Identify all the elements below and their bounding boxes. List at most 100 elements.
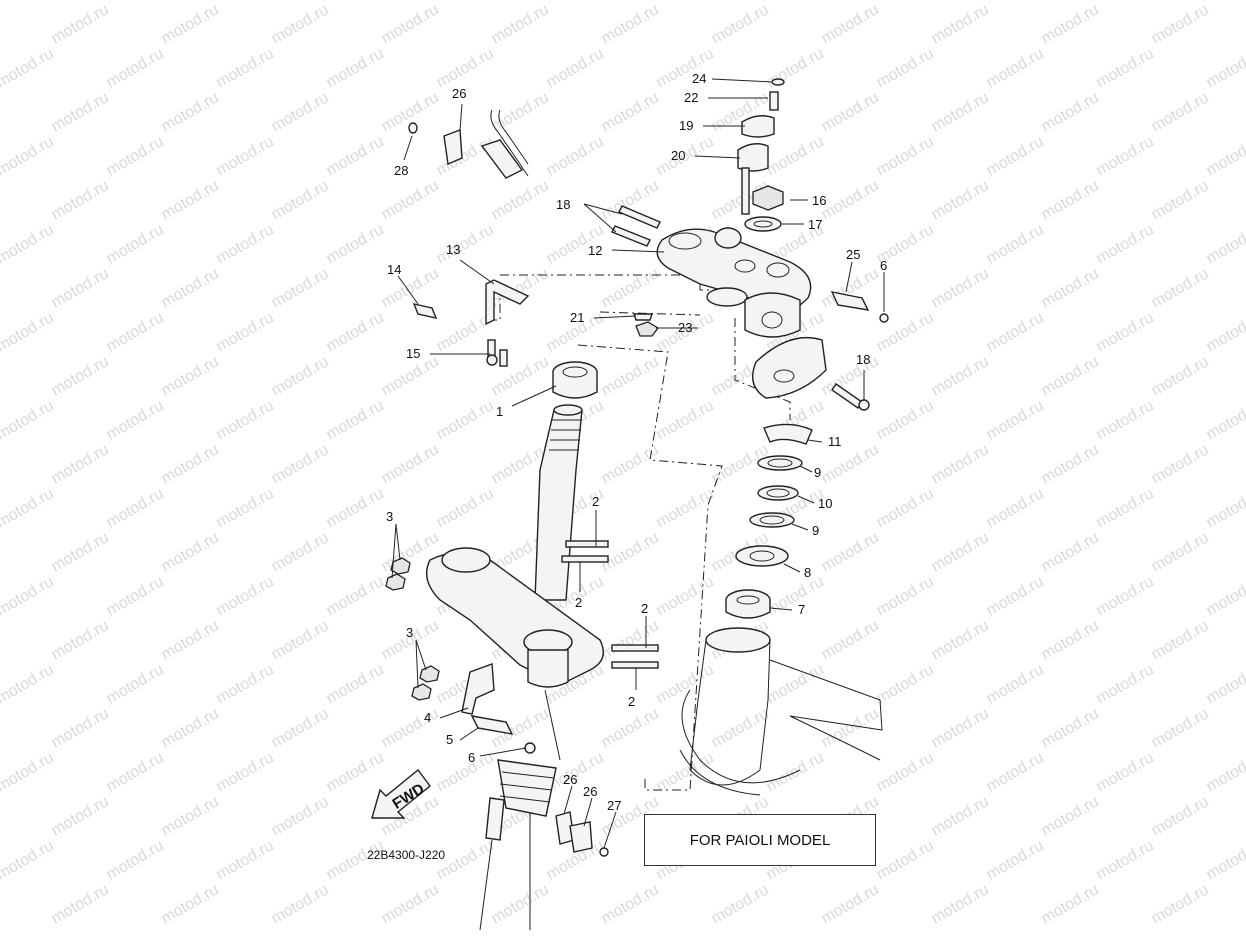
- watermark-text: motod.ru: [159, 705, 222, 751]
- lower-bracket: [427, 548, 604, 687]
- watermark-text: motod.ru: [929, 353, 992, 399]
- callout-13: 13: [446, 242, 460, 257]
- watermark-text: motod.ru: [709, 705, 772, 751]
- watermark-text: motod.ru: [819, 617, 882, 663]
- watermark-text: motod.ru: [49, 265, 112, 311]
- watermark-text: motod.ru: [489, 177, 552, 223]
- watermark-text: motod.ru: [269, 705, 332, 751]
- watermark-text: motod.ru: [1204, 573, 1246, 619]
- watermark-text: motod.ru: [1039, 353, 1102, 399]
- clamp-25: [832, 292, 888, 322]
- watermark-text: motod.ru: [984, 397, 1047, 443]
- callout-9: 9: [812, 523, 819, 538]
- callout-6: 6: [468, 750, 475, 765]
- watermark-text: motod.ru: [984, 221, 1047, 267]
- watermark-text: motod.ru: [1039, 265, 1102, 311]
- callout-18: 18: [856, 352, 870, 367]
- watermark-text: motod.ru: [434, 749, 497, 795]
- watermark-text: motod.ru: [929, 793, 992, 839]
- watermark-text: motod.ru: [1094, 221, 1157, 267]
- callout-2: 2: [575, 595, 582, 610]
- watermark-text: motod.ru: [269, 353, 332, 399]
- watermark-text: motod.ru: [324, 309, 387, 355]
- watermark-text: motod.ru: [929, 529, 992, 575]
- watermark-text: motod.ru: [764, 661, 827, 707]
- watermark-text: motod.ru: [489, 881, 552, 927]
- callout-11: 11: [828, 434, 842, 449]
- watermark-text: motod.ru: [1149, 353, 1212, 399]
- watermark-text: motod.ru: [874, 397, 937, 443]
- model-note-text: FOR PAIOLI MODEL: [690, 832, 831, 849]
- watermark-text: motod.ru: [599, 265, 662, 311]
- watermark-text: motod.ru: [1204, 485, 1246, 531]
- watermark-text: motod.ru: [269, 529, 332, 575]
- watermark-text: motod.ru: [434, 485, 497, 531]
- callout-8: 8: [804, 565, 811, 580]
- callout-2: 2: [641, 601, 648, 616]
- watermark-text: motod.ru: [324, 573, 387, 619]
- watermark-text: motod.ru: [214, 749, 277, 795]
- watermark-text: motod.ru: [1149, 441, 1212, 487]
- watermark-text: motod.ru: [984, 133, 1047, 179]
- watermark-text: motod.ru: [654, 45, 717, 91]
- callout-18: 18: [556, 197, 570, 212]
- watermark-text: motod.ru: [104, 133, 167, 179]
- callout-17: 17: [808, 217, 822, 232]
- watermark-text: motod.ru: [49, 793, 112, 839]
- watermark-text: motod.ru: [269, 89, 332, 135]
- watermark-text: motod.ru: [214, 0, 277, 3]
- watermark-text: motod.ru: [1094, 837, 1157, 883]
- steering-stem: [535, 362, 597, 600]
- watermark-text: motod.ru: [0, 793, 2, 839]
- watermark-text: motod.ru: [0, 1, 2, 47]
- watermark-text: motod.ru: [0, 529, 2, 575]
- watermark-text: motod.ru: [0, 837, 57, 883]
- watermark-text: motod.ru: [599, 441, 662, 487]
- watermark-text: motod.ru: [49, 1, 112, 47]
- watermark-text: motod.ru: [1149, 705, 1212, 751]
- watermark-text: motod.ru: [49, 177, 112, 223]
- callout-3: 3: [406, 625, 413, 640]
- watermark-text: motod.ru: [599, 1, 662, 47]
- watermark-text: motod.ru: [104, 0, 167, 3]
- watermark-text: motod.ru: [49, 89, 112, 135]
- watermark-text: motod.ru: [214, 133, 277, 179]
- watermark-text: motod.ru: [929, 441, 992, 487]
- watermark-text: motod.ru: [324, 661, 387, 707]
- watermark-text: motod.ru: [874, 573, 937, 619]
- watermark-text: motod.ru: [1204, 837, 1246, 883]
- watermark-text: motod.ru: [819, 177, 882, 223]
- watermark-text: motod.ru: [1094, 573, 1157, 619]
- watermark-text: motod.ru: [819, 881, 882, 927]
- watermark-text: motod.ru: [159, 353, 222, 399]
- watermark-text: motod.ru: [104, 749, 167, 795]
- callout-10: 10: [818, 496, 832, 511]
- watermark-text: motod.ru: [599, 705, 662, 751]
- watermark-text: motod.ru: [709, 1, 772, 47]
- watermark-text: motod.ru: [874, 749, 937, 795]
- watermark-text: motod.ru: [434, 0, 497, 3]
- diagram-code: 22B4300-J220: [367, 848, 445, 862]
- watermark-text: motod.ru: [1094, 661, 1157, 707]
- watermark-text: motod.ru: [214, 661, 277, 707]
- watermark-text: motod.ru: [159, 89, 222, 135]
- watermark-text: motod.ru: [764, 573, 827, 619]
- watermark-text: motod.ru: [654, 485, 717, 531]
- watermark-text: motod.ru: [269, 617, 332, 663]
- watermark-text: motod.ru: [49, 353, 112, 399]
- watermark-text: motod.ru: [654, 397, 717, 443]
- watermark-text: motod.ru: [929, 617, 992, 663]
- watermark-text: motod.ru: [599, 353, 662, 399]
- watermark-text: motod.ru: [929, 705, 992, 751]
- watermark-text: motod.ru: [1149, 793, 1212, 839]
- watermark-text: motod.ru: [874, 45, 937, 91]
- callout-14: 14: [387, 262, 401, 277]
- watermark-text: motod.ru: [1204, 309, 1246, 355]
- callout-26: 26: [452, 86, 466, 101]
- watermark-text: motod.ru: [819, 353, 882, 399]
- watermark-text: motod.ru: [269, 793, 332, 839]
- watermark-text: motod.ru: [1204, 45, 1246, 91]
- watermark-text: motod.ru: [599, 617, 662, 663]
- watermark-text: motod.ru: [0, 177, 2, 223]
- watermark-text: motod.ru: [1204, 0, 1246, 3]
